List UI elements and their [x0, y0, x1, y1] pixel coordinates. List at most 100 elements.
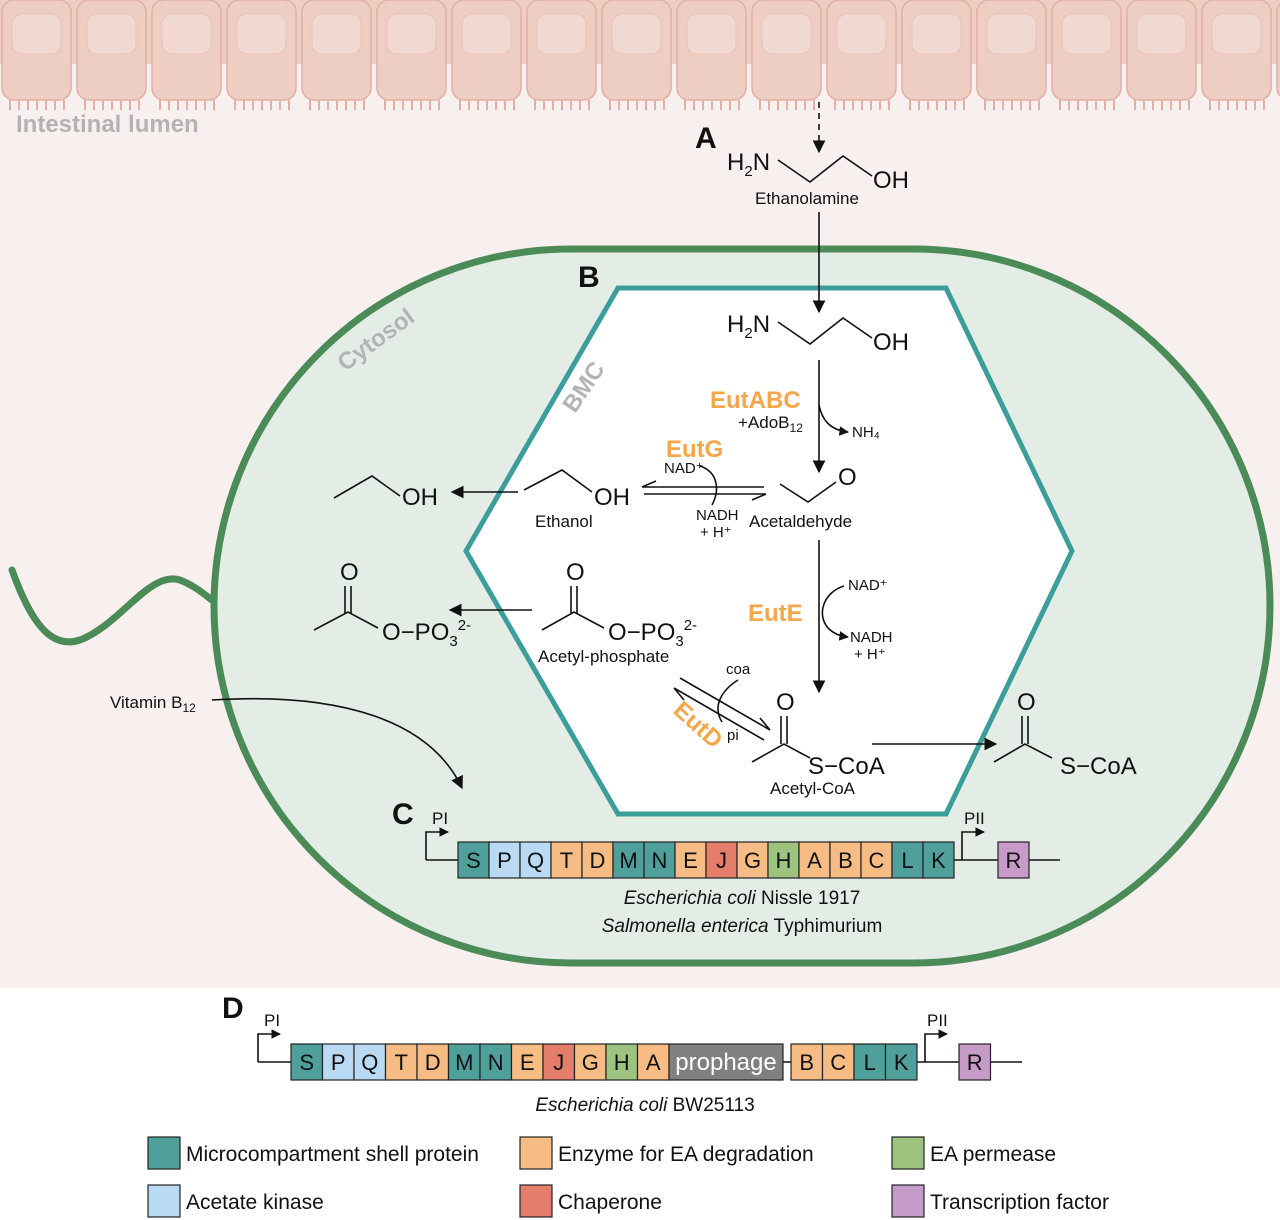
- villus: [826, 0, 897, 110]
- acetaldehyde-structure: O: [779, 464, 857, 503]
- acetaldehyde-label: Acetaldehyde: [749, 512, 852, 531]
- gene-box: L: [853, 1043, 887, 1081]
- svg-text:Q: Q: [527, 848, 544, 873]
- villus: [1051, 0, 1122, 110]
- svg-text:P: P: [497, 848, 512, 873]
- legend-swatch: [519, 1184, 553, 1218]
- gene-box: A: [798, 841, 831, 879]
- gene-box: H: [767, 841, 800, 879]
- vitamin-b12-label: Vitamin B12: [110, 693, 196, 715]
- acetyl-coa-label: Acetyl-CoA: [770, 779, 856, 798]
- svg-text:T: T: [560, 848, 573, 873]
- svg-text:OH: OH: [594, 484, 630, 511]
- eutd-pi-label: pi: [727, 727, 739, 744]
- svg-text:O−PO32-: O−PO32-: [608, 617, 697, 650]
- bmc-hexagon: [463, 285, 1075, 817]
- svg-text:E: E: [520, 1050, 535, 1075]
- ethanolamine-label: Ethanolamine: [755, 189, 859, 208]
- gene-box: K: [884, 1043, 918, 1081]
- svg-text:OH: OH: [873, 167, 909, 194]
- legend-swatch: [891, 1136, 925, 1170]
- legend-item: EA permease: [891, 1136, 1056, 1170]
- villus: [76, 0, 147, 110]
- legend-swatch: [147, 1136, 181, 1170]
- svg-text:B: B: [799, 1050, 814, 1075]
- gene-box: J: [542, 1043, 576, 1081]
- gene-box: T: [550, 841, 583, 879]
- svg-text:A: A: [807, 848, 822, 873]
- gene-box: Q: [519, 841, 552, 879]
- svg-text:S−CoA: S−CoA: [1060, 753, 1137, 780]
- svg-text:O: O: [566, 559, 585, 586]
- gene-box: T: [384, 1043, 418, 1081]
- svg-text:M: M: [619, 848, 637, 873]
- svg-text:J: J: [553, 1050, 564, 1075]
- gene-box: N: [643, 841, 676, 879]
- ethanolamine-structure-outside: H2N OH: [727, 149, 909, 194]
- svg-text:G: G: [582, 1050, 599, 1075]
- legend-item: Acetate kinase: [147, 1184, 324, 1218]
- gene-box: G: [573, 1043, 607, 1081]
- legend-label: EA permease: [930, 1143, 1056, 1166]
- svg-text:E: E: [683, 848, 698, 873]
- gene-box: E: [510, 1043, 544, 1081]
- gene-box: L: [891, 841, 924, 879]
- legend-swatch: [519, 1136, 553, 1170]
- ethanol-structure-bmc: OH: [523, 469, 630, 511]
- svg-text:O−PO32-: O−PO32-: [382, 617, 471, 650]
- promoter-label: PII: [927, 1011, 948, 1030]
- eutg-nadh-label: NADH: [696, 507, 739, 524]
- svg-text:H2N: H2N: [727, 149, 770, 180]
- eute-nad-label: NAD⁺: [848, 577, 888, 594]
- svg-text:O: O: [838, 464, 857, 491]
- panel-b-label: B: [578, 261, 600, 294]
- acetyl-coa-structure-cytosol: O S−CoA: [993, 689, 1137, 780]
- svg-text:T: T: [395, 1050, 408, 1075]
- svg-text:OH: OH: [873, 329, 909, 356]
- villus: [526, 0, 597, 110]
- promoter-label: PI: [264, 1011, 280, 1030]
- gene-function-legend: Microcompartment shell protein Enzyme for…: [147, 1136, 1109, 1218]
- svg-text:Q: Q: [361, 1050, 378, 1075]
- acetyl-phosphate-structure-bmc: O O−PO32-: [541, 559, 697, 650]
- eutd-cofactor-curve: [717, 679, 739, 723]
- villus: [301, 0, 372, 110]
- gene-box: S: [457, 841, 490, 879]
- villus: [1, 0, 72, 110]
- eutg-forward-arrow: [641, 480, 764, 488]
- gene-box: R: [997, 841, 1030, 879]
- panel-a-label: A: [695, 122, 717, 155]
- legend-item: Microcompartment shell protein: [147, 1136, 479, 1170]
- svg-text:K: K: [931, 848, 946, 873]
- svg-text:N: N: [488, 1050, 504, 1075]
- eutg-h-label: + H⁺: [700, 524, 732, 541]
- adob12-label: +AdoB12: [738, 413, 803, 435]
- gene-box: D: [416, 1043, 450, 1081]
- svg-text:S: S: [466, 848, 481, 873]
- eute-label: EutE: [748, 600, 803, 627]
- species-label-c2: Salmonella enterica Typhimurium: [602, 916, 883, 937]
- legend-item: Enzyme for EA degradation: [519, 1136, 814, 1170]
- gene-box: B: [790, 1043, 824, 1081]
- eute-h-label: + H⁺: [854, 646, 886, 663]
- gene-box: J: [705, 841, 738, 879]
- legend-swatch: [891, 1184, 925, 1218]
- vitamin-b12-regulation-arrow: [211, 697, 463, 790]
- gene-box: B: [829, 841, 862, 879]
- svg-text:OH: OH: [402, 484, 438, 511]
- gene-box: M: [447, 1043, 481, 1081]
- legend-swatch: [147, 1184, 181, 1218]
- panel-c-label: C: [392, 798, 414, 831]
- flagellum: [8, 566, 222, 646]
- legend-label: Chaperone: [558, 1191, 662, 1214]
- legend-item: Chaperone: [519, 1184, 662, 1218]
- gene-box: C: [821, 1043, 855, 1081]
- eute-cofactor-curve: [821, 585, 849, 641]
- svg-text:prophage: prophage: [675, 1049, 776, 1076]
- svg-text:O: O: [776, 689, 795, 716]
- svg-text:J: J: [716, 848, 727, 873]
- villus: [1201, 0, 1272, 110]
- villus: [976, 0, 1047, 110]
